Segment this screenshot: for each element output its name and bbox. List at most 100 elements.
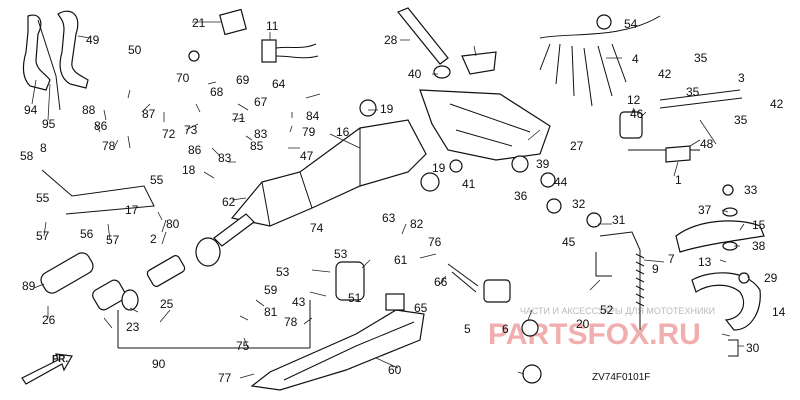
- grip-bushing-part: [195, 237, 221, 267]
- tiller-arm-part: [230, 119, 427, 227]
- tiller-arm-ridges: [261, 128, 361, 227]
- callout-55b: 55: [36, 191, 50, 205]
- callout-37: 37: [698, 203, 712, 217]
- callout-79: 79: [302, 125, 316, 139]
- callout-42a: 42: [658, 67, 672, 81]
- stay-part: [691, 272, 761, 331]
- callout-66: 66: [434, 275, 448, 289]
- ignition-switch-part: [483, 279, 511, 303]
- callout-94: 94: [24, 103, 38, 117]
- callout-4: 4: [632, 52, 639, 66]
- bracket-part: [665, 145, 691, 163]
- washer-small-part: [722, 207, 738, 217]
- callout-69: 69: [236, 73, 250, 87]
- callout-90: 90: [152, 357, 166, 371]
- callout-43: 43: [292, 295, 306, 309]
- callout-76: 76: [428, 235, 442, 249]
- callout-55a: 55: [150, 173, 164, 187]
- grip-group-bracket: [117, 300, 311, 349]
- callout-65: 65: [414, 301, 428, 315]
- callout-20: 20: [576, 317, 590, 331]
- clip-part: [728, 339, 739, 357]
- grip-sleeve-part: [92, 279, 126, 311]
- callout-16: 16: [336, 125, 350, 139]
- callout-25: 25: [160, 297, 174, 311]
- callout-35a: 35: [694, 51, 708, 65]
- callout-85: 85: [250, 139, 264, 153]
- callout-13: 13: [698, 255, 712, 269]
- callout-35c: 35: [734, 113, 748, 127]
- callout-41: 41: [462, 177, 476, 191]
- callout-86b: 86: [94, 119, 108, 133]
- callout-53b: 53: [334, 247, 348, 261]
- nut-small-part: [722, 184, 734, 196]
- callout-39: 39: [536, 157, 550, 171]
- callout-72: 72: [162, 127, 176, 141]
- leader-lines: [31, 21, 749, 379]
- switch-box-part: [619, 111, 643, 139]
- callout-71: 71: [232, 111, 246, 125]
- callout-42b: 42: [770, 97, 784, 111]
- callout-52: 52: [600, 303, 614, 317]
- connector-wires: [275, 43, 319, 59]
- callout-29: 29: [764, 271, 778, 285]
- callout-32: 32: [572, 197, 586, 211]
- callout-95: 95: [42, 117, 56, 131]
- callout-47: 47: [300, 149, 314, 163]
- bushing-part: [335, 261, 365, 301]
- callout-77: 77: [218, 371, 232, 385]
- callout-83b: 83: [218, 151, 232, 165]
- callout-51: 51: [348, 291, 362, 305]
- callout-57a: 57: [36, 229, 50, 243]
- watermark-logo: PARTSFOX.RU: [488, 318, 701, 351]
- callout-9: 9: [652, 262, 659, 276]
- clamp-bracket-part: [22, 14, 51, 91]
- bolt-part: [397, 7, 449, 65]
- callout-78b: 78: [284, 315, 298, 329]
- grip-ring-part: [121, 289, 139, 311]
- label-plate-part: [219, 8, 247, 36]
- callout-48: 48: [700, 137, 714, 151]
- screw-part: [738, 272, 750, 284]
- nut-part: [188, 50, 200, 62]
- direction-label: FR.: [52, 354, 68, 365]
- callout-23: 23: [126, 320, 140, 334]
- collar-small-part: [546, 198, 562, 214]
- bushing-small-part: [540, 172, 556, 188]
- callout-81: 81: [264, 305, 278, 319]
- callout-5: 5: [464, 322, 471, 336]
- callout-73: 73: [184, 123, 198, 137]
- plate-part: [461, 51, 497, 75]
- throttle-grip-part: [40, 252, 94, 294]
- callout-78a: 78: [102, 139, 116, 153]
- callout-40: 40: [408, 67, 422, 81]
- callout-27: 27: [570, 139, 584, 153]
- cap-upper-part: [521, 319, 539, 337]
- callout-18: 18: [182, 163, 196, 177]
- callout-53a: 53: [276, 265, 290, 279]
- callout-87: 87: [142, 107, 156, 121]
- bottom-plate-part: [250, 309, 425, 391]
- link-rod: [595, 252, 612, 277]
- callout-14: 14: [772, 305, 786, 319]
- mount-frame-part: [419, 89, 551, 161]
- callout-60: 60: [388, 363, 402, 377]
- callout-19a: 19: [380, 102, 394, 116]
- callout-1: 1: [675, 173, 682, 187]
- nut-washer-part: [449, 159, 463, 173]
- callout-58: 58: [20, 149, 34, 163]
- cap-small-part: [586, 212, 602, 228]
- front-direction-arrow-icon: [21, 353, 73, 385]
- clamp-rod: [37, 19, 61, 111]
- callout-62: 62: [222, 195, 236, 209]
- callout-64: 64: [272, 77, 286, 91]
- callout-2: 2: [150, 232, 157, 246]
- callout-21: 21: [192, 16, 206, 30]
- callout-68: 68: [210, 85, 224, 99]
- callout-83a: 83: [254, 127, 268, 141]
- collar-part: [359, 99, 377, 117]
- switch-wires: [447, 263, 479, 293]
- callout-17: 17: [125, 203, 139, 217]
- shaft-part: [213, 213, 255, 247]
